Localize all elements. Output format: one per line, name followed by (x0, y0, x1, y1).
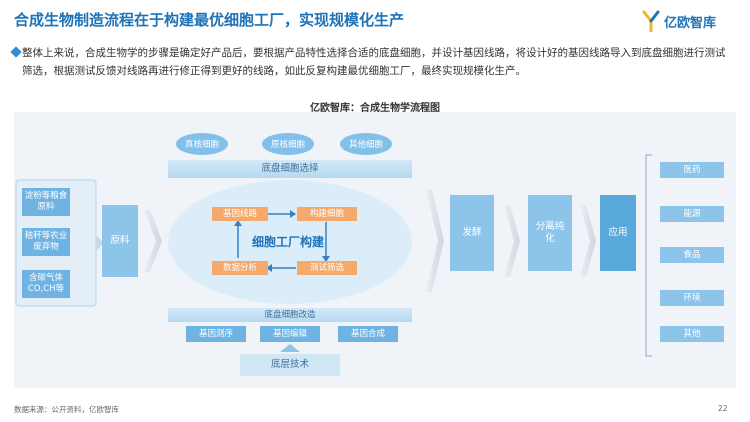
tech-editing-label: 基因编辑 (272, 328, 307, 339)
app-box-other (660, 326, 724, 342)
app-box-food (660, 247, 724, 263)
data-analysis-box (212, 261, 268, 275)
logo-text: 亿欧智库 (664, 15, 717, 31)
tech-synthesis-label: 基因合成 (350, 328, 385, 339)
app-environment: 环境 (683, 292, 701, 303)
app-box-medicine (660, 162, 724, 178)
gene-circuit-box (212, 207, 268, 221)
test-screen-label: 测试筛选 (309, 262, 344, 273)
raw-material-label: 原料 (110, 235, 130, 246)
app-energy: 能源 (683, 208, 701, 219)
base-tech-label: 底层技术 (270, 359, 309, 370)
chassis-modify-label: 底盘细胞改造 (264, 309, 316, 320)
data-source: 数据来源：公开资料，亿欧智库 (14, 405, 119, 414)
build-cell-box (297, 207, 357, 221)
separate-box (528, 195, 572, 271)
gene-circuit-label: 基因线路 (222, 208, 257, 219)
cell-factory-label: 细胞工厂构建 (251, 234, 324, 249)
build-cell-label: 构建细胞 (309, 208, 344, 219)
page-title: 合成生物制造流程在于构建最优细胞工厂，实现规模化生产 (14, 11, 405, 29)
ferment-box (450, 195, 494, 271)
loop-arrows (234, 210, 330, 272)
separate-label: 分离纯化 (535, 221, 565, 244)
cell-type-prokaryote-shape (262, 133, 314, 155)
cell-type-prokaryote: 原核细胞 (270, 139, 305, 150)
tech-box-editing (260, 326, 320, 342)
raw-material-box (102, 205, 138, 277)
page-number: 22 (718, 404, 728, 413)
up-arrow-icon (280, 344, 300, 352)
app-box-energy (660, 206, 724, 222)
material-gas: 含碳气体CO,CH等 (22, 270, 70, 298)
apply-box (600, 195, 636, 271)
apply-label: 应用 (608, 227, 628, 238)
cell-type-other-shape (340, 133, 392, 155)
chassis-modify-bar (168, 308, 412, 322)
yiou-logo-icon (642, 10, 660, 32)
app-medicine: 医药 (683, 164, 701, 175)
data-analysis-label: 数据分析 (222, 262, 257, 273)
summary-text: 整体上来说，合成生物学的步骤是确定好产品后，要根据产品特性选择合适的底盘细胞，并… (22, 47, 726, 77)
chevron-3 (504, 205, 520, 277)
cell-type-eukaryote: 真核细胞 (184, 139, 219, 150)
chevron-1 (144, 210, 162, 272)
app-box-environment (660, 290, 724, 306)
app-food: 食品 (683, 249, 701, 260)
chassis-select-label: 底盘细胞选择 (261, 163, 319, 174)
diagram-title: 亿欧智库：合成生物学流程图 (310, 103, 440, 114)
chevron-4 (580, 205, 596, 277)
app-other: 其他 (683, 328, 701, 339)
chevron-2 (426, 190, 444, 292)
material-starch: 淀粉等粮食原料 (22, 188, 70, 216)
base-tech-box (240, 354, 340, 376)
tech-sequencing-label: 基因测序 (198, 328, 233, 339)
logo: 亿欧智库 (641, 9, 716, 33)
materials-arrow (96, 235, 104, 251)
material-straw: 秸秆等农业废弃物 (22, 228, 70, 256)
applications-bracket (645, 154, 652, 357)
cell-type-other: 其他细胞 (348, 139, 383, 150)
tech-box-sequencing (186, 326, 246, 342)
test-screen-box (297, 261, 357, 275)
ferment-label: 发酵 (462, 227, 482, 238)
cell-type-eukaryote-shape (176, 133, 228, 155)
tech-box-synthesis (338, 326, 398, 342)
chassis-select-bar (168, 160, 412, 178)
